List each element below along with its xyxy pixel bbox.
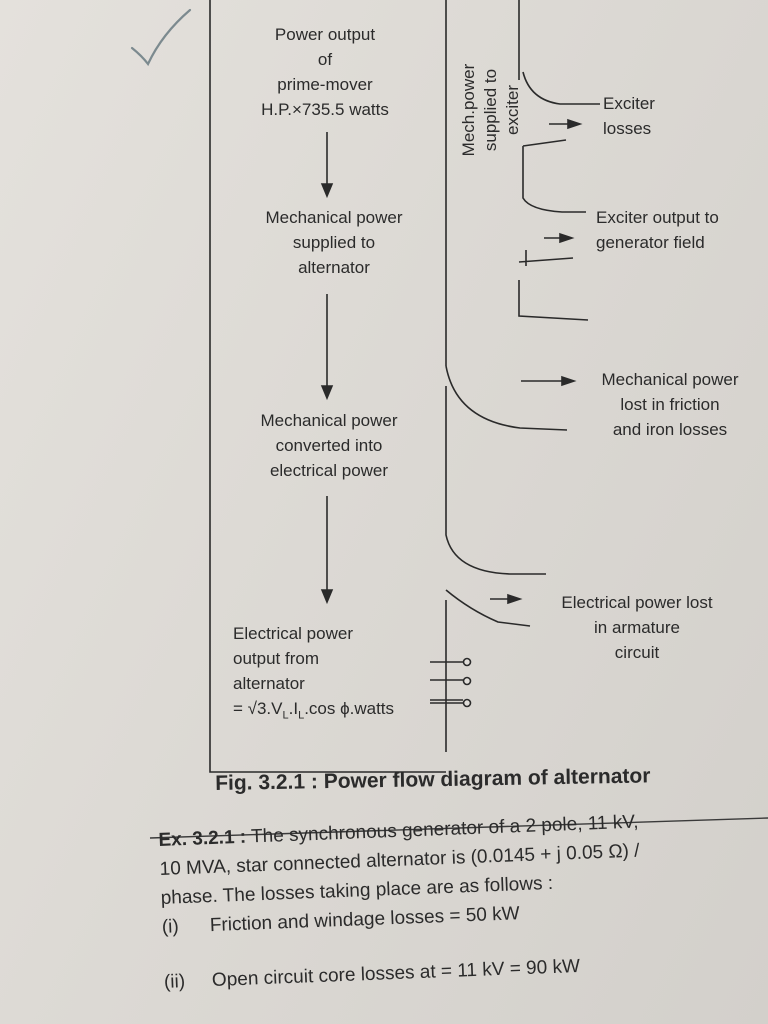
friction-bottom-curve bbox=[445, 386, 546, 575]
friction-loss-curve bbox=[445, 365, 568, 431]
prime-mover-text: Power output of prime-mover H.P.×735.5 w… bbox=[261, 25, 389, 119]
exciter-output-arrow bbox=[559, 232, 575, 244]
section-divider bbox=[149, 817, 768, 839]
armature-loss-curve bbox=[445, 589, 531, 627]
friction-arrow bbox=[561, 375, 577, 387]
mechanical-converted-text: Mechanical power converted into electric… bbox=[260, 411, 398, 480]
armature-arrow bbox=[507, 593, 523, 605]
arrow-2-head bbox=[320, 385, 334, 401]
checkmark-icon bbox=[130, 8, 192, 67]
exciter-output-lines bbox=[518, 250, 589, 321]
example-item-2: (ii)Open circuit core losses at = 11 kV … bbox=[163, 955, 581, 993]
power-flow-diagram bbox=[209, 0, 600, 773]
exciter-loss-curve bbox=[522, 71, 600, 105]
arrow-1-head bbox=[320, 183, 334, 199]
terminal-dot-3 bbox=[462, 698, 472, 708]
electrical-output-text: Electrical power output from alternator … bbox=[233, 621, 394, 728]
exciter-output-label: Exciter output to generator field bbox=[596, 208, 719, 252]
exciter-mid-lines bbox=[522, 139, 586, 213]
main-box-outline bbox=[209, 0, 446, 773]
example-block: Ex. 3.2.1 : The synchronous generator of… bbox=[158, 803, 768, 997]
friction-losses-label: Mechanical power lost in friction and ir… bbox=[601, 370, 739, 439]
exciter-loss-arrow bbox=[567, 118, 583, 130]
exciter-losses-label: Exciter losses bbox=[603, 94, 655, 138]
example-label: Ex. 3.2.1 : bbox=[158, 826, 247, 851]
mechanical-supplied-text: Mechanical power supplied to alternator bbox=[265, 208, 403, 277]
armature-losses-label: Electrical power lost in armature circui… bbox=[561, 593, 713, 662]
arrow-3-head bbox=[320, 589, 334, 605]
terminal-dot-1 bbox=[462, 657, 472, 667]
terminal-lines bbox=[430, 661, 463, 704]
power-formula: = √3.VL.IL.cos ϕ.watts bbox=[233, 699, 395, 722]
terminal-dot-2 bbox=[462, 676, 472, 686]
